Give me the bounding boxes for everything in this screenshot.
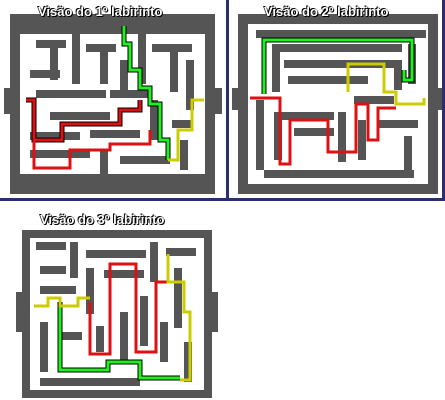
maze-2-diagram	[232, 14, 444, 194]
maze-1-title: Visão do 1º labirinto	[38, 4, 163, 19]
maze-1-diagram	[4, 14, 222, 194]
horizontal-divider	[0, 198, 445, 201]
right-border	[442, 0, 445, 200]
maze-panel-3: Visão do 3º labirinto	[0, 202, 226, 400]
vertical-divider	[226, 0, 229, 200]
maze-2-title: Visão do 2º labirinto	[264, 4, 389, 19]
maze-3-title: Visão do 3º labirinto	[40, 212, 165, 227]
maze-panel-1: Visão do 1º labirinto	[0, 0, 226, 198]
maze-panel-2: Visão do 2º labirinto	[228, 0, 445, 198]
maze-3-diagram	[16, 230, 218, 398]
